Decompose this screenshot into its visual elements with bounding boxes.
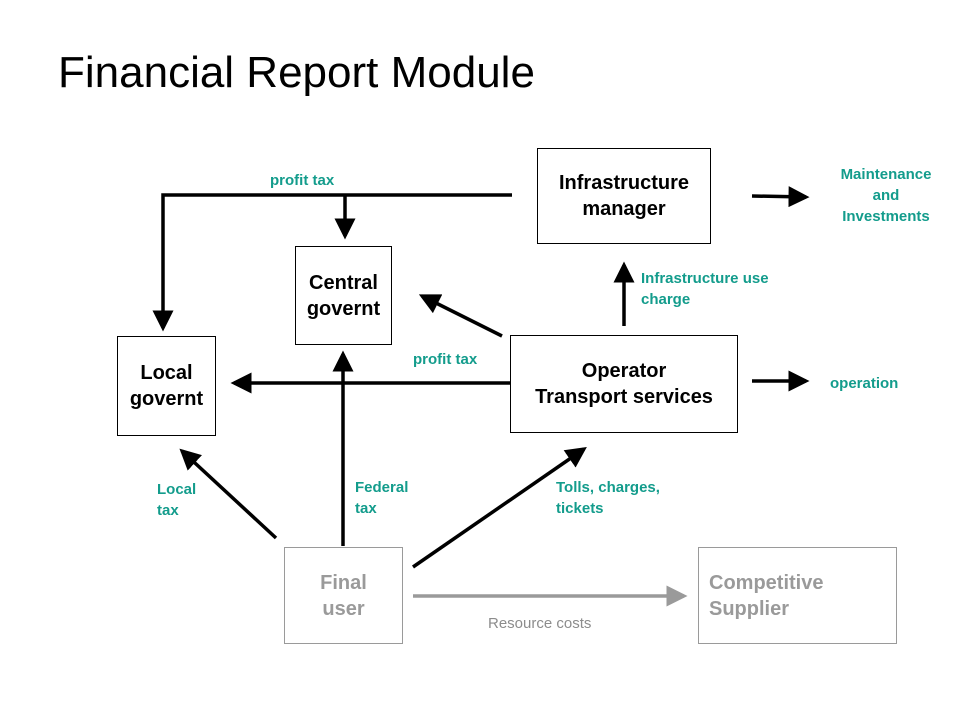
final-user-box: Final user (284, 547, 403, 644)
local-government-label: Local governt (129, 362, 204, 410)
local-tax-label: Local tax (157, 481, 197, 519)
arrow-to-maintenance (751, 186, 810, 208)
arrow-user-to-operator (412, 447, 587, 569)
central-government-label: Central governt (306, 271, 381, 320)
operation-label: operation (830, 375, 899, 392)
final-user-label: Final user (320, 571, 367, 620)
profit-tax-top-label: profit tax (270, 172, 335, 189)
resource-costs-label: Resource costs (488, 615, 592, 632)
maintenance-investments-label: Maintenance and Investments (840, 166, 932, 225)
infrastructure-manager-box: Infrastructure manager (537, 148, 711, 244)
competitive-supplier-label: Competitive Supplier (709, 571, 824, 620)
infrastructure-manager-label: Infrastructure manager (558, 172, 690, 220)
profit-tax-mid-label: profit tax (413, 351, 478, 368)
page-title: Financial Report Module (58, 48, 535, 97)
tolls-charges-tickets-label: Tolls, charges, tickets (556, 479, 660, 517)
competitive-supplier-box: Competitive Supplier (698, 547, 897, 644)
arrow-operator-to-central (418, 294, 503, 338)
infrastructure-use-charge-label: Infrastructure use charge (641, 270, 769, 308)
federal-tax-label: Federal tax (355, 479, 409, 517)
arrow-infra-to-local (152, 193, 512, 332)
arrow-user-to-local (179, 448, 278, 540)
central-government-box: Central governt (295, 246, 392, 345)
operator-label: Operator Transport services (535, 360, 713, 408)
local-government-box: Local governt (117, 336, 216, 436)
operator-box: Operator Transport services (510, 335, 738, 433)
